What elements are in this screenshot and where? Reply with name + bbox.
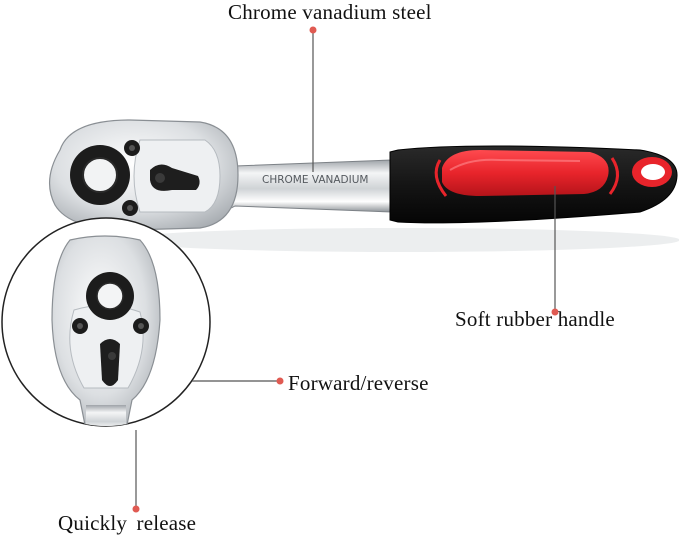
callout-leaders [135, 30, 556, 509]
hang-hole [641, 164, 665, 180]
direction-lever [150, 164, 200, 191]
ratchet-wrench: CHROME VANADIUM [49, 119, 678, 231]
callout-soft-rubber-handle: Soft rubber handle [455, 307, 615, 331]
callout-chrome-vanadium-steel: Chrome vanadium steel [228, 0, 432, 24]
zoom-release-lever [100, 339, 120, 386]
callout-forward-reverse: Forward/reverse [288, 371, 429, 395]
red-grip [442, 150, 609, 196]
shaft-engraving: CHROME VANADIUM [262, 174, 368, 186]
zoom-detail [1, 217, 211, 427]
callout-quick-release: Quickly release [58, 511, 197, 535]
wrench-shadow [120, 228, 679, 252]
square-drive [82, 157, 118, 193]
callout-dots [132, 26, 559, 513]
